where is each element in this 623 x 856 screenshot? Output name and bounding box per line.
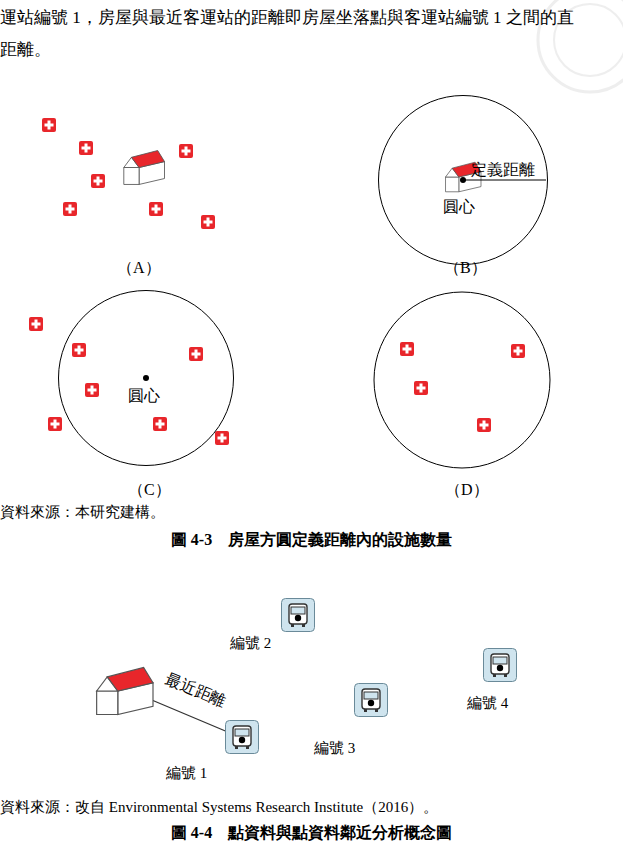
bus-station: 編號 1 [225,720,259,754]
body-text: 運站編號 1，房屋與最近客運站的距離即房屋坐落點與客運站編號 1 之間的直 [0,8,574,28]
fig44-house [97,668,242,738]
bus-icon [225,720,259,754]
radius-circle: 圓心 [58,290,234,466]
source-note: 資料來源：本研究建構。 [0,503,165,521]
bus-station: 編號 4 [483,648,517,682]
bus-icon [483,648,517,682]
node-text: 定義距離 [471,160,535,179]
bus-station: 編號 3 [354,683,388,717]
panel-label: （B） [444,258,487,277]
circle-outline [58,290,234,466]
circle-outline [378,95,548,265]
panel-a [42,118,215,229]
panel-label: （D） [445,480,489,499]
distance-label: 最近距離 [162,669,229,711]
node-text: 編號 1 [166,764,207,782]
node-text: 編號 2 [230,634,271,652]
radius-circle: 定義距離圓心 [378,95,548,265]
panel-d [374,292,550,468]
bus-station: 編號 2 [281,598,315,632]
node-text: 編號 3 [314,739,355,757]
panel-label: （C） [128,480,171,499]
panel-label: （A） [117,258,161,277]
source-note: 資料來源：改自 Environmental Systems Research I… [0,798,438,816]
figure-caption: 圖 4-4 點資料與點資料鄰近分析概念圖 [171,823,452,842]
body-text: 距離。 [0,40,51,60]
node-text: 編號 4 [467,694,508,712]
node-text: 圓心 [128,386,160,405]
bus-icon [281,598,315,632]
figure-caption: 圖 4-3 房屋方圓定義距離內的設施數量 [171,530,452,549]
node-text: 圓心 [443,197,475,216]
bus-icon [354,683,388,717]
